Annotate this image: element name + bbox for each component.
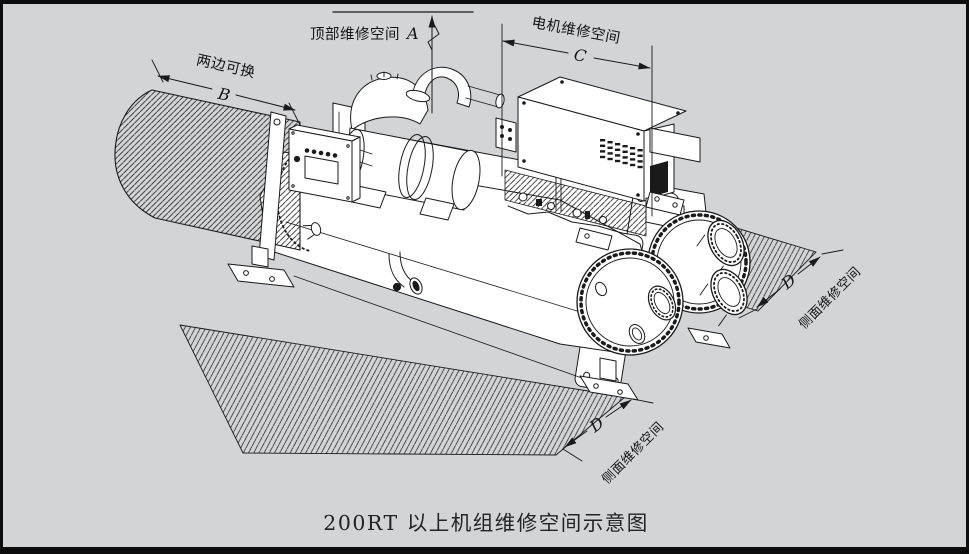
- tube-pull-cylinder: [114, 89, 301, 251]
- top-clearance-letter: A: [405, 24, 419, 43]
- left-foot: [227, 263, 295, 288]
- dimension-d-front: [562, 398, 654, 462]
- suction-elbow: [411, 66, 472, 108]
- left-support-plate: [258, 111, 287, 261]
- water-nozzle-bottom: [699, 268, 748, 327]
- junction-box: [495, 117, 517, 153]
- right-feet: [579, 327, 731, 401]
- left-end-details: [227, 111, 315, 288]
- dimension-a: [332, 11, 474, 114]
- dimension-c: [501, 23, 653, 217]
- shell-port: [302, 222, 322, 240]
- evaporator-end: [576, 248, 684, 356]
- piping-cluster: [504, 167, 647, 237]
- side-clearance-front-hatch: [179, 324, 626, 456]
- lifting-lug: [575, 191, 685, 251]
- small-flange: [628, 324, 646, 344]
- small-flange-2: [594, 281, 608, 297]
- tube-pull-letter: B: [215, 84, 232, 105]
- break-symbol: [427, 25, 440, 51]
- figure-caption: 200RT 以上机组维修空间示意图: [323, 511, 648, 535]
- starter-cabinet: [495, 76, 701, 231]
- dimension-b: [151, 59, 301, 126]
- dimension-d-right: [738, 249, 844, 319]
- motor-clearance-letter: C: [572, 45, 588, 66]
- bottom-pipe: [388, 251, 423, 295]
- top-clearance-label: 顶部维修空间: [310, 26, 400, 43]
- panel-screen: [304, 155, 339, 185]
- water-nozzle-evap: [647, 285, 677, 321]
- control-panel: [288, 124, 373, 203]
